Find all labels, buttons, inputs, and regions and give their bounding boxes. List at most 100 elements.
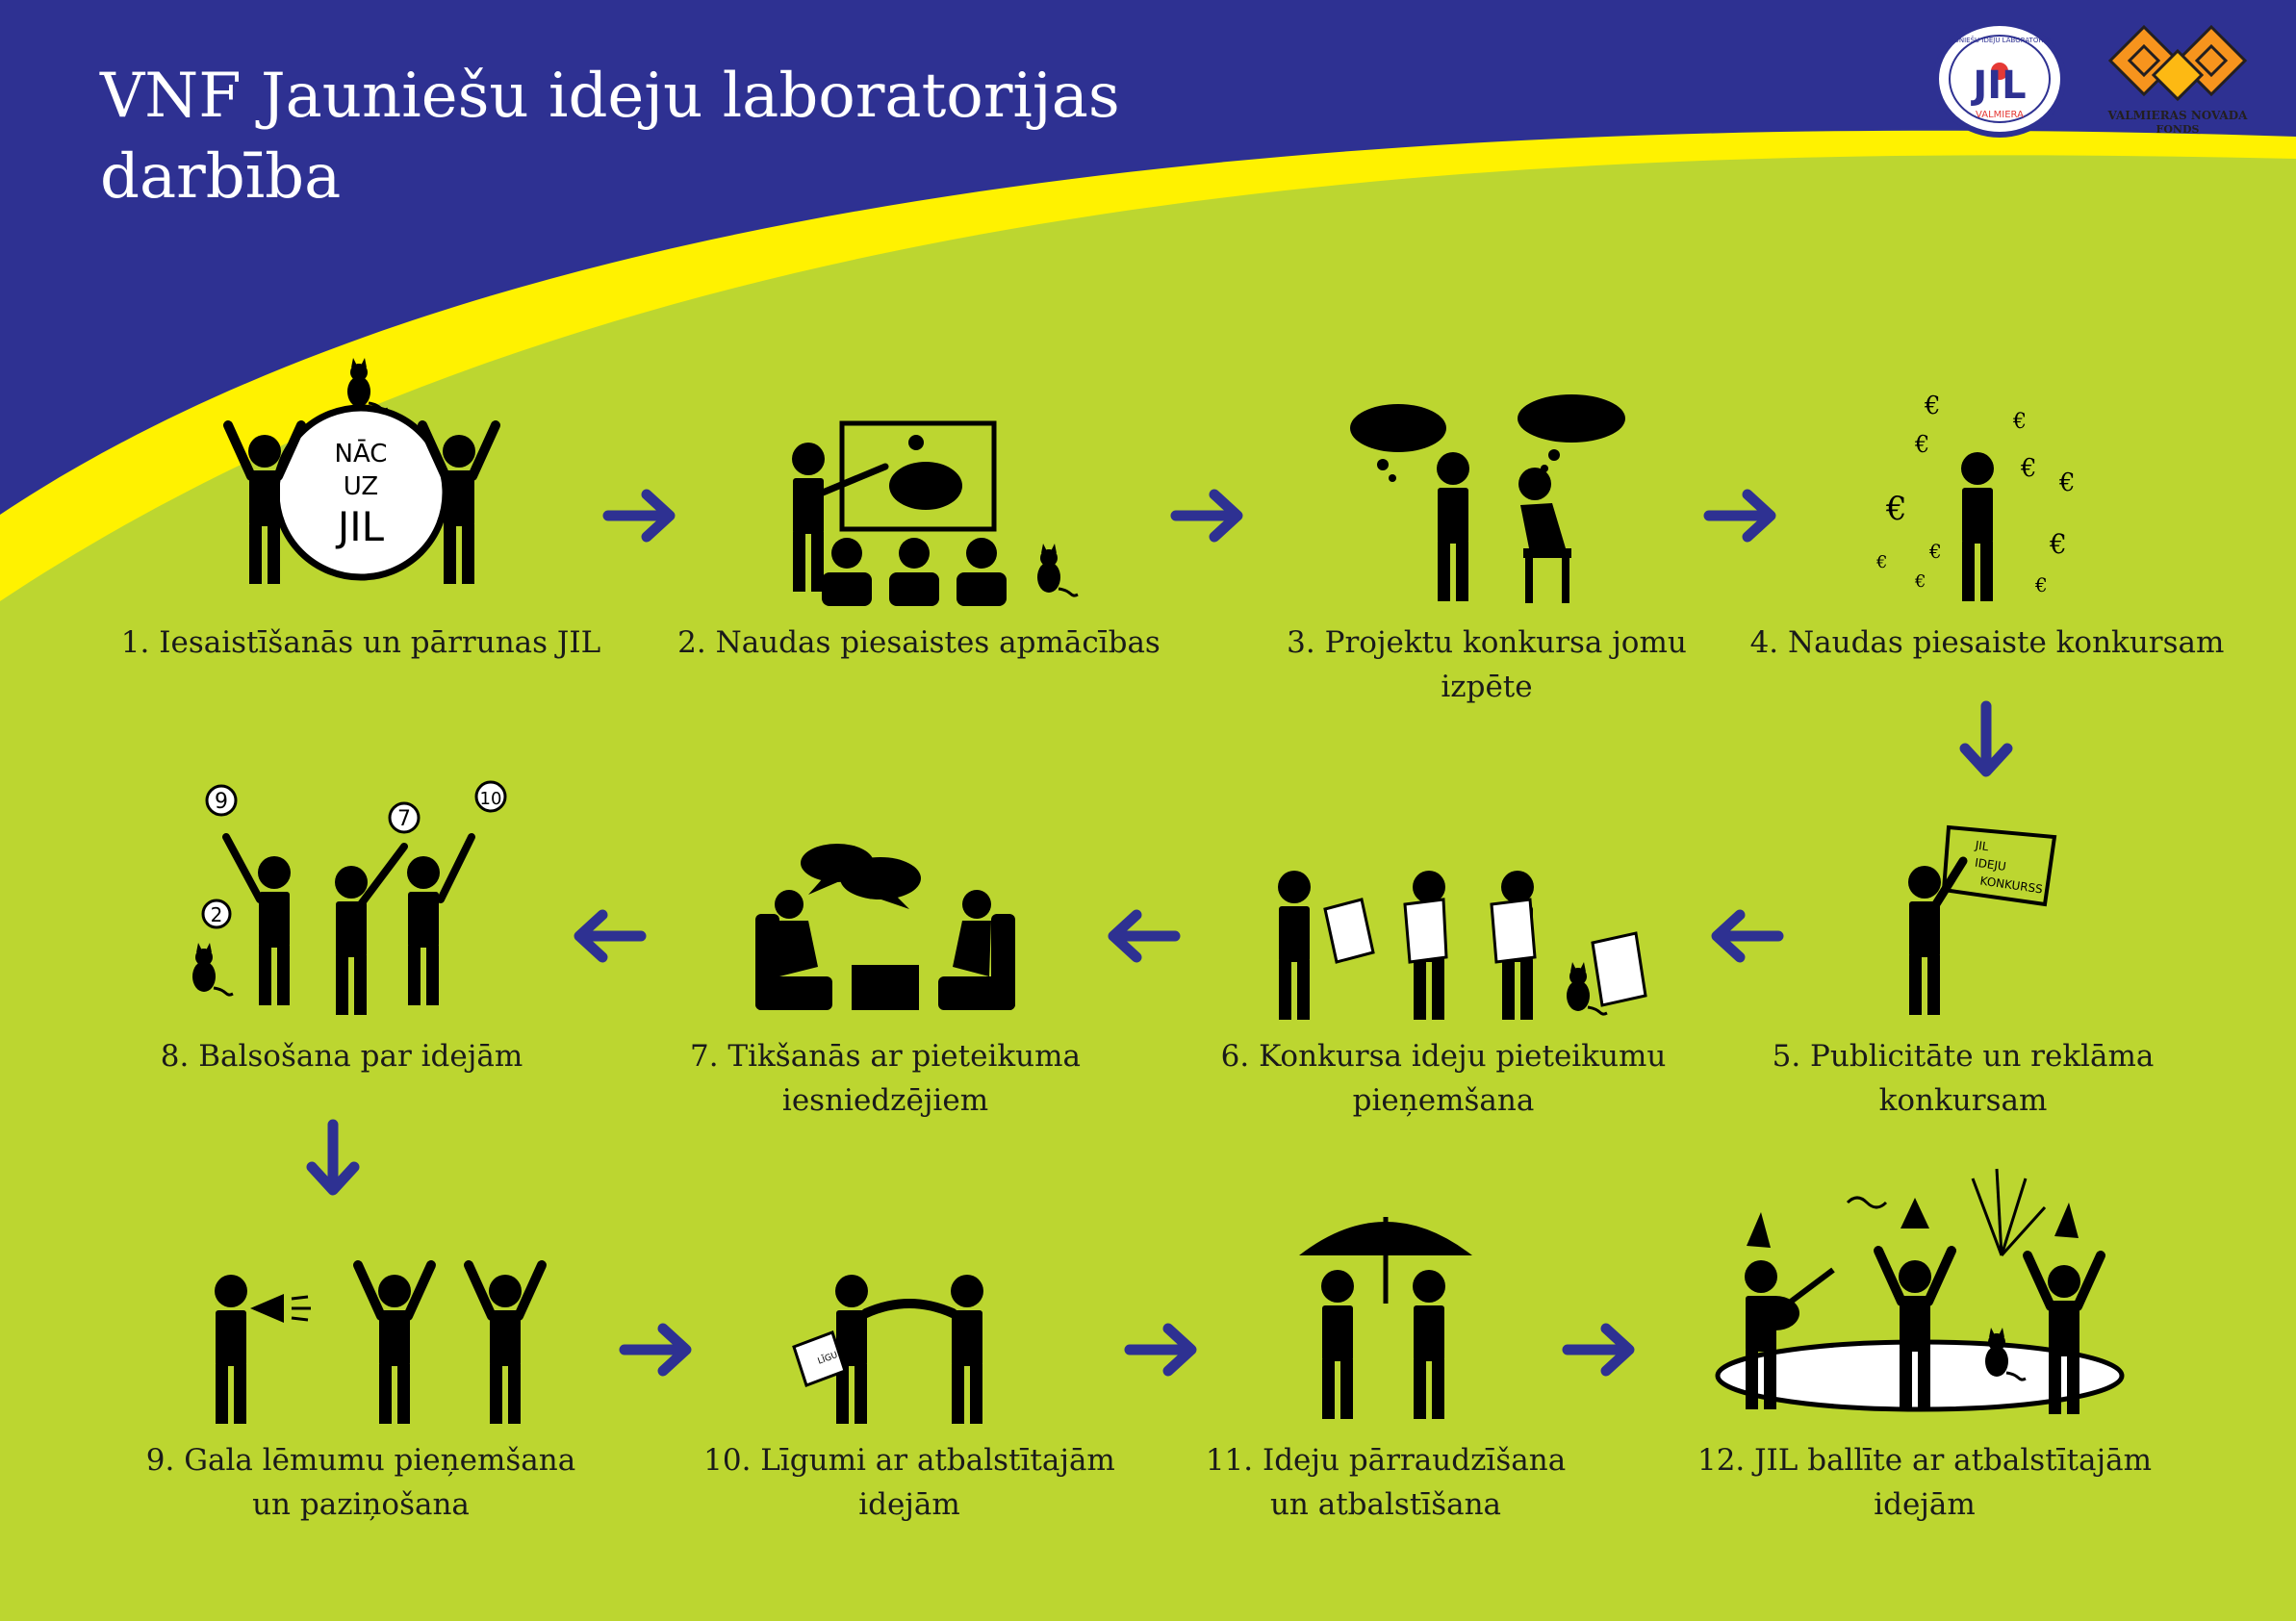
party-hat-icon <box>1747 1212 1771 1248</box>
step11-illustration <box>1299 1217 1472 1419</box>
megaphone-icon <box>250 1294 284 1323</box>
step3-illustration <box>1350 394 1625 603</box>
arrow-left-icon <box>574 909 647 963</box>
person-icon <box>407 856 440 1005</box>
arrow-right-icon <box>602 489 676 543</box>
armchair-right <box>938 914 1015 1010</box>
person-icon <box>1961 452 1994 601</box>
sitting-person-icon <box>1518 468 1571 603</box>
svg-text:€: € <box>1924 392 1941 420</box>
caption-line: 3. Projektu konkursa jomu izpēte <box>1287 625 1687 704</box>
step7-caption: 7. Tikšanās ar pieteikuma iesniedzējiem <box>654 1034 1116 1123</box>
presenter-icon <box>792 443 825 592</box>
caption-line: iesniedzējiem <box>781 1083 989 1118</box>
armchair-left <box>755 914 832 1010</box>
jil-city-text: VALMIERA <box>1976 110 2024 120</box>
caption-line: 7. Tikšanās ar pieteikuma <box>689 1039 1081 1074</box>
title-line1: VNF Jauniešu ideju laboratorijas <box>100 61 1120 132</box>
contract-paper <box>792 1330 847 1387</box>
cat-icon <box>345 356 390 412</box>
caption-line: konkursam <box>1878 1083 2048 1118</box>
caption-line: 9. Gala lēmumu pieņemšana <box>145 1443 576 1478</box>
person-icon <box>1413 1270 1445 1419</box>
cat-icon <box>191 941 235 997</box>
jil-logo-text: JIL <box>1970 63 2026 108</box>
fund-logo-line1: VALMIERAS NOVADA <box>2107 109 2249 122</box>
cat-icon <box>1035 542 1080 597</box>
svg-text:€: € <box>2034 573 2048 596</box>
coffee-table <box>852 965 919 1010</box>
raised-arms <box>222 833 475 908</box>
arrow-right-icon <box>1124 1323 1197 1377</box>
step2-caption: 2. Naudas piesaistes apmācības <box>674 621 1164 665</box>
step4-illustration: € € € € € € € € € € € <box>1875 392 2076 601</box>
fireworks-icon <box>1971 1168 2047 1257</box>
handshake <box>861 1299 957 1318</box>
blue-header <box>0 0 2296 515</box>
person-icon <box>951 1275 983 1424</box>
step2-illustration <box>792 420 1080 606</box>
step10-illustration: LĪGUMS <box>792 1275 983 1424</box>
contest-poster <box>1941 824 2057 907</box>
svg-text:9: 9 <box>215 790 228 814</box>
vote-signs: 9 7 10 2 <box>201 780 507 929</box>
thinking-person-icon <box>1437 452 1469 601</box>
person-icon <box>1321 1270 1354 1419</box>
audience <box>822 538 1007 606</box>
step3-caption: 3. Projektu konkursa jomu izpēte <box>1241 621 1732 709</box>
caption-line: idejām <box>858 1487 960 1522</box>
svg-text:€: € <box>2020 454 2037 483</box>
svg-text:2: 2 <box>211 903 223 926</box>
person-icon <box>358 1265 431 1424</box>
step6-illustration <box>1278 871 1647 1020</box>
svg-text:€: € <box>2012 410 2027 434</box>
step1-illustration: NĀC UZ JIL <box>207 356 515 608</box>
svg-text:€: € <box>2058 469 2076 497</box>
svg-text:7: 7 <box>397 807 411 831</box>
step5-caption: 5. Publicitāte un reklāma konkursam <box>1742 1034 2184 1123</box>
svg-text:10: 10 <box>480 789 502 809</box>
caption-line: 1. Iesaistīšanās un pārrunas JIL <box>120 625 601 660</box>
caption-line: un paziņošana <box>252 1487 470 1522</box>
jil-ring-text: JAUNIEŠU IDEJU LABORATORIJA <box>1947 36 2052 44</box>
caption-line: 11. Ideju pārraudzīšana <box>1205 1443 1567 1478</box>
sign-line3: JIL <box>335 503 385 550</box>
step5-illustration: JIL IDEJU KONKURSS <box>1908 824 2057 1015</box>
step12-caption: 12. JIL ballīte ar atbalstītajām idejām <box>1655 1438 2194 1527</box>
step9-caption: 9. Gala lēmumu pieņemšana un paziņošana <box>144 1438 577 1527</box>
fund-logo-line2: FONDS <box>2156 123 2200 136</box>
person-icon <box>469 1265 542 1424</box>
thought-cloud-icon <box>1350 394 1625 482</box>
arrow-left-icon <box>1108 909 1181 963</box>
sign-line2: UZ <box>344 472 378 501</box>
step1-caption: 1. Iesaistīšanās un pārrunas JIL <box>115 621 606 665</box>
caption-line: 4. Naudas piesaiste konkursam <box>1749 625 2225 660</box>
step7-illustration <box>755 844 1015 1010</box>
speech-bubble-icon <box>801 844 921 909</box>
party-horn-icon <box>1846 1196 1888 1209</box>
title-line2: darbība <box>100 141 342 213</box>
svg-text:€: € <box>1928 540 1942 563</box>
person-icon <box>215 1275 247 1424</box>
poster-line1: JIL <box>1974 838 1990 853</box>
arrow-down-icon <box>1959 700 2013 777</box>
poster-line2: IDEJU <box>1974 856 2006 874</box>
piggy-bank-icon <box>889 462 962 510</box>
svg-text:€: € <box>1885 490 1907 528</box>
caption-line: 5. Publicitāte un reklāma <box>1772 1039 2155 1074</box>
svg-text:€: € <box>1875 552 1887 572</box>
step4-caption: 4. Naudas piesaiste konkursam <box>1742 621 2232 665</box>
caption-line: 12. JIL ballīte ar atbalstītajām idejām <box>1696 1443 2153 1522</box>
step9-illustration <box>215 1251 573 1424</box>
step10-caption: 10. Līgumi ar atbalstītajām idejām <box>688 1438 1131 1527</box>
step6-caption: 6. Konkursa ideju pieteikumu pieņemšana <box>1212 1034 1674 1123</box>
arrow-left-icon <box>1711 909 1784 963</box>
caption-line: 2. Naudas piesaistes apmācības <box>677 625 1161 660</box>
caption-line: 8. Balsošana par idejām <box>160 1039 523 1074</box>
step11-caption: 11. Ideju pārraudzīšana un atbalstīšana <box>1164 1438 1607 1527</box>
sitting-people <box>775 890 991 976</box>
step12-illustration <box>1715 1168 2125 1419</box>
step8-caption: 8. Balsošana par idejām <box>125 1034 558 1078</box>
svg-text:€: € <box>1914 571 1926 592</box>
svg-text:€: € <box>1914 431 1929 458</box>
